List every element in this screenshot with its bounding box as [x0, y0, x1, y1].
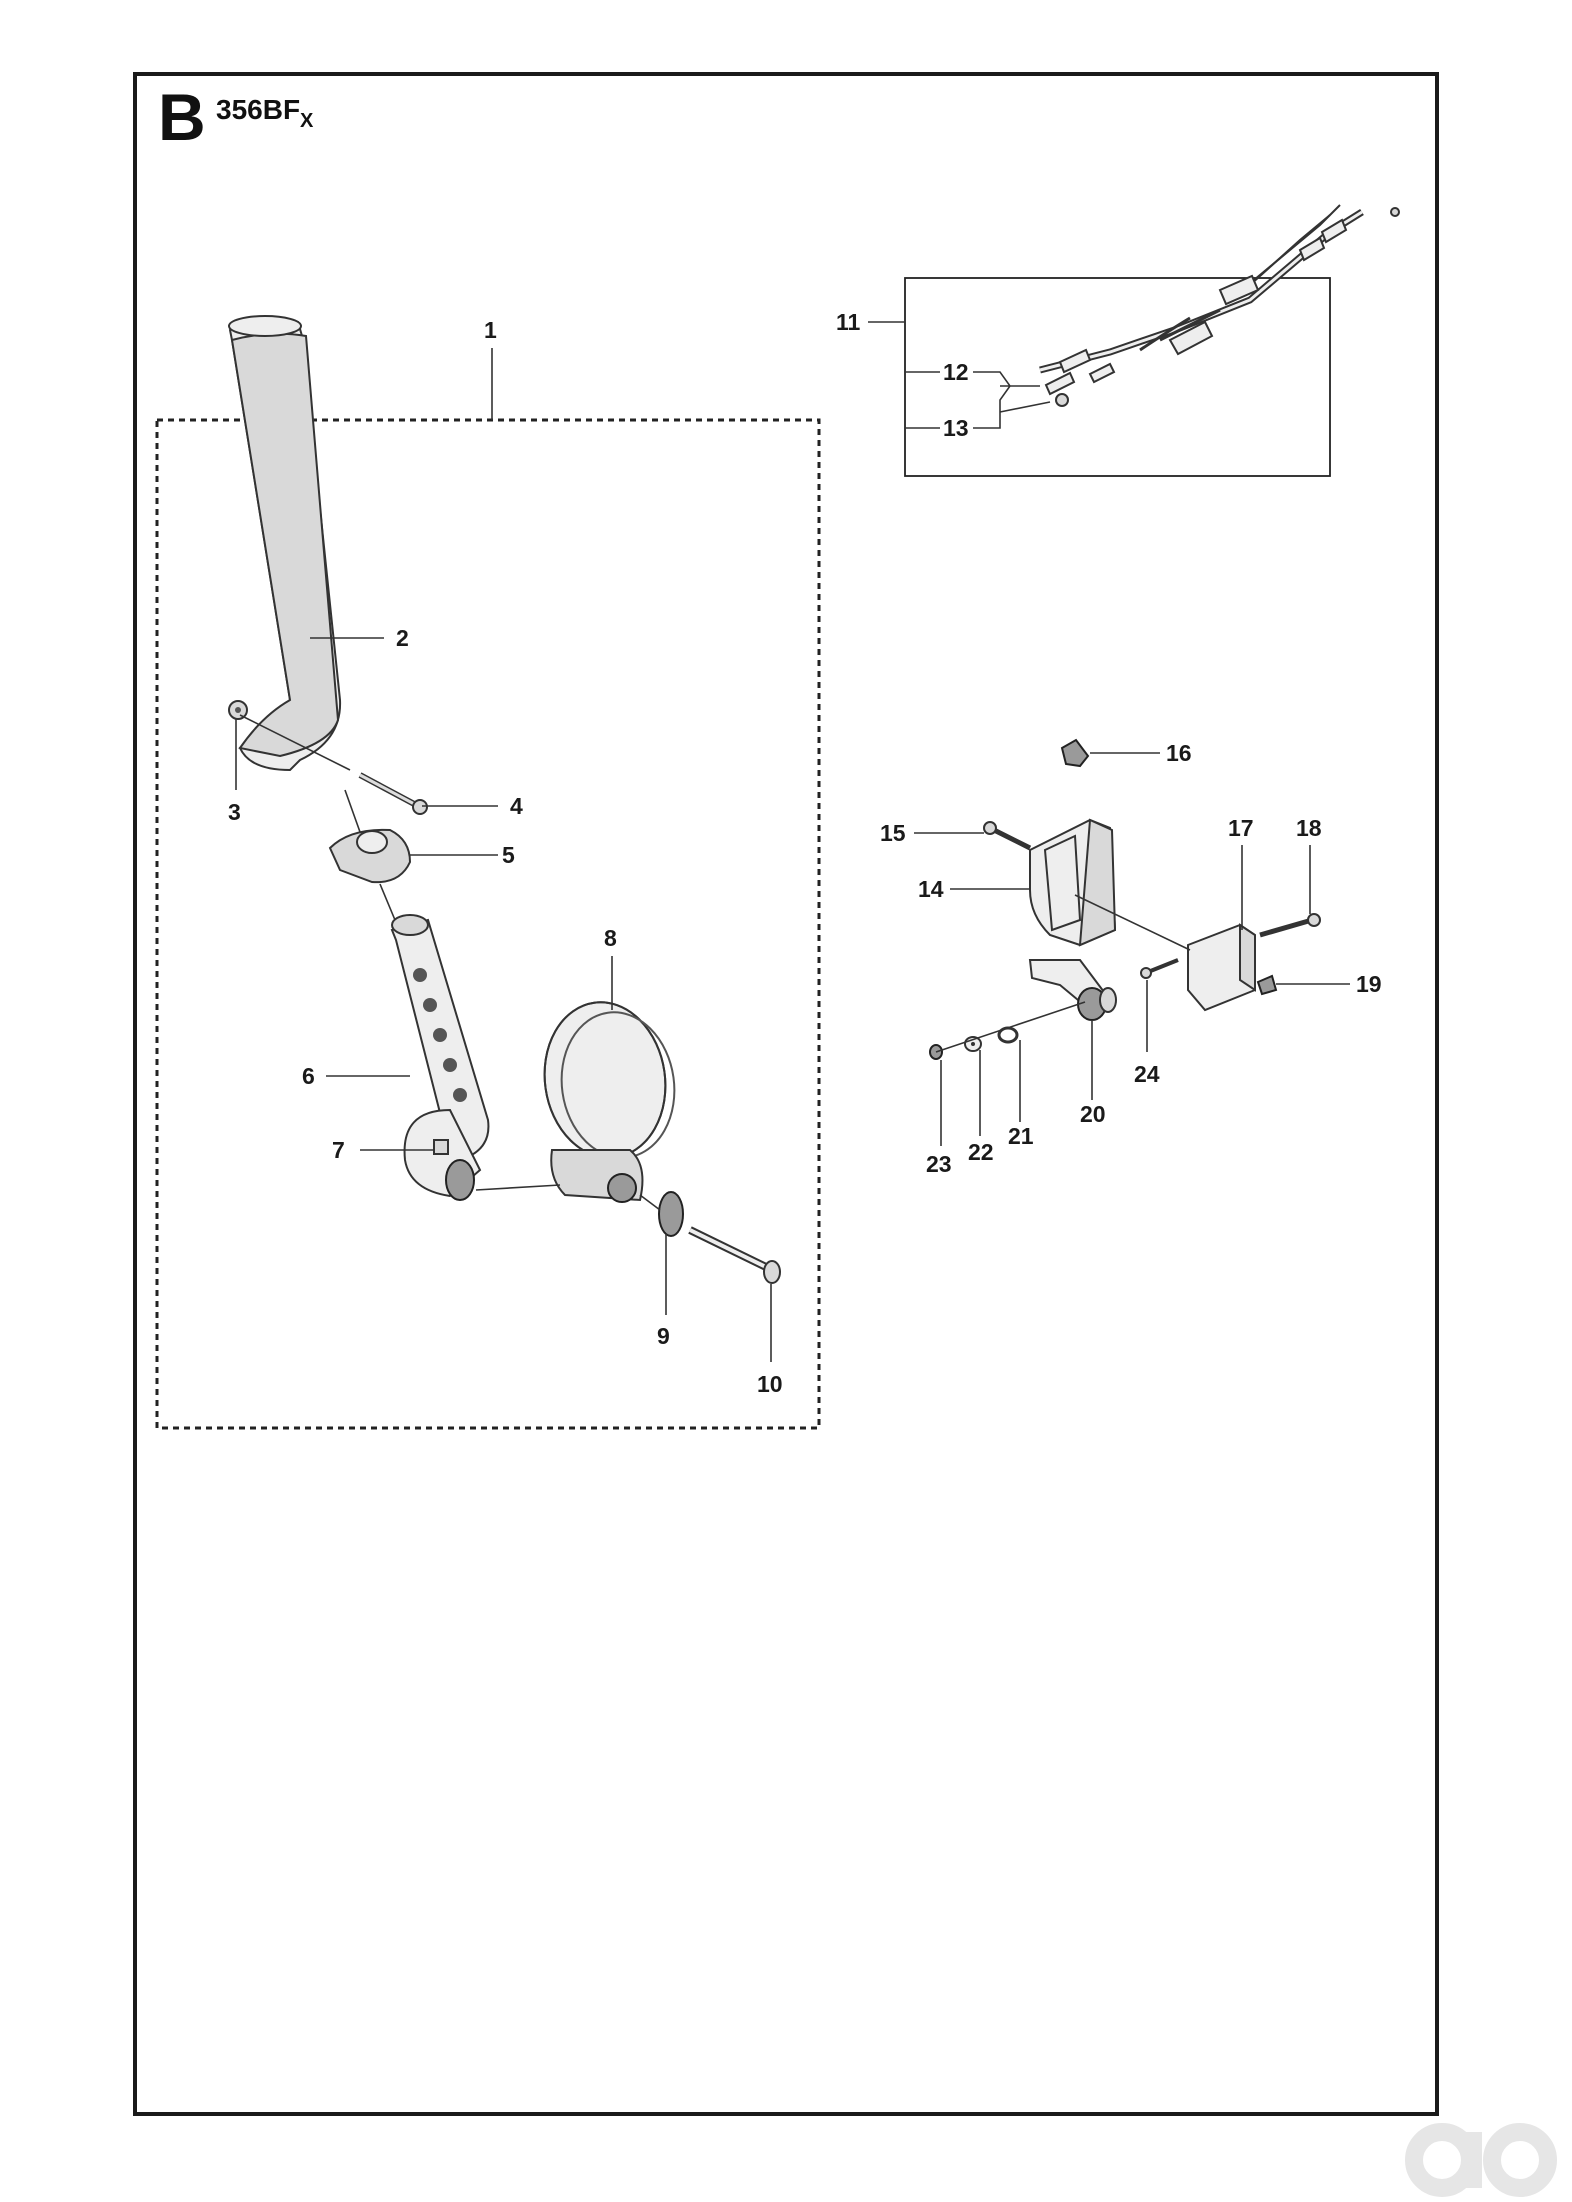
part-cap-16	[1060, 738, 1090, 768]
part-screw-18	[1259, 913, 1321, 938]
callout-22: 22	[968, 1139, 994, 1165]
section-letter: B	[158, 80, 206, 154]
callout-16: 16	[1166, 740, 1192, 766]
callout-20: 20	[1080, 1101, 1106, 1127]
callout-18: 18	[1296, 815, 1322, 841]
callout-9: 9	[657, 1323, 670, 1349]
part-lever-20	[1028, 959, 1117, 1021]
part-bolt-10	[688, 1226, 781, 1284]
callout-5: 5	[502, 842, 515, 868]
part-nut-3	[228, 700, 248, 720]
diagram-frame	[133, 72, 1439, 2116]
part-clip-19	[1256, 974, 1278, 996]
part-nut-7	[433, 1139, 449, 1155]
callout-14: 14	[918, 876, 944, 902]
callout-1: 1	[484, 317, 497, 343]
part-wiring-harness-11	[1039, 204, 1400, 407]
part-screw-4	[358, 772, 428, 815]
part-knob-9	[658, 1191, 684, 1237]
brand-logo-icon	[1405, 2123, 1557, 2197]
part-tube-6	[390, 914, 490, 1201]
callout-10: 10	[757, 1371, 783, 1397]
callout-8: 8	[604, 925, 617, 951]
model-base: 356BF	[216, 94, 301, 125]
model-name: 356BFX	[216, 94, 313, 133]
callout-24: 24	[1134, 1061, 1160, 1087]
kit-1-dashed-box	[155, 418, 821, 1430]
callout-11: 11	[836, 309, 861, 335]
callout-15: 15	[880, 820, 906, 846]
part-clamp-ring-8	[543, 1001, 676, 1203]
callout-21: 21	[1008, 1123, 1034, 1149]
model-suffix: X	[300, 110, 314, 132]
callout-7: 7	[332, 1137, 345, 1163]
part-handle-grip	[228, 315, 342, 772]
part-screw-24	[1140, 958, 1179, 979]
leader-12-13-bracket	[973, 371, 1051, 429]
callout-13: 13	[943, 415, 969, 441]
part-screw-15	[983, 821, 1032, 851]
callout-19: 19	[1356, 971, 1382, 997]
callout-3: 3	[228, 799, 241, 825]
callout-6: 6	[302, 1063, 315, 1089]
callout-23: 23	[926, 1151, 952, 1177]
callout-12: 12	[943, 359, 969, 385]
part-switch-17	[1187, 923, 1256, 1012]
callout-2: 2	[396, 625, 409, 651]
part-handle-housing-14	[1029, 818, 1117, 947]
part-clamp-5	[328, 828, 412, 884]
callout-4: 4	[510, 793, 523, 819]
kit-11-box	[904, 277, 1331, 477]
callout-17: 17	[1228, 815, 1254, 841]
